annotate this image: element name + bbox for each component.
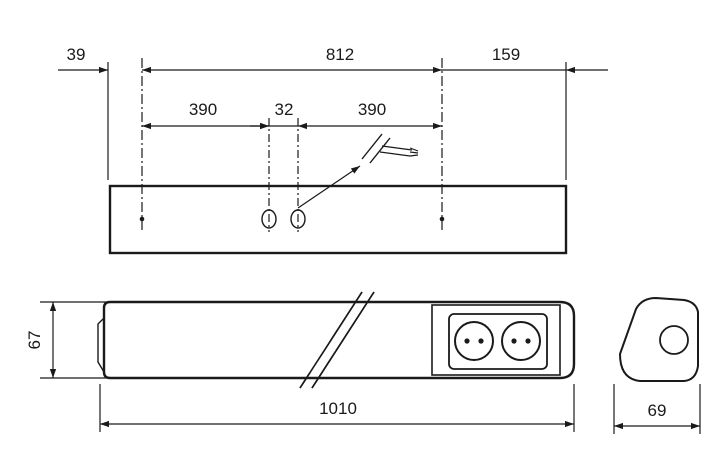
socket-frame xyxy=(448,313,548,370)
dim-label-67: 67 xyxy=(25,331,44,350)
fixture-top-body xyxy=(108,184,568,255)
dimension-labels: 39 812 159 390 32 390 67 1010 69 xyxy=(25,45,666,420)
top-view xyxy=(58,58,608,255)
socket-outlet-icon xyxy=(454,321,494,361)
end-profile xyxy=(618,296,699,382)
side-view xyxy=(40,291,576,432)
cable-icon xyxy=(297,133,419,209)
dim-label-39: 39 xyxy=(67,45,86,64)
cable-entry-hole-2 xyxy=(290,209,306,229)
dim-label-69: 69 xyxy=(648,401,667,420)
end-switch-icon xyxy=(659,325,689,355)
socket-panel xyxy=(431,304,561,376)
dim-label-812: 812 xyxy=(326,45,354,64)
end-cap-left xyxy=(97,317,105,373)
dim-label-1010: 1010 xyxy=(319,399,357,418)
dim-label-390-left: 390 xyxy=(189,100,217,119)
cable-entry-hole-1 xyxy=(261,209,277,229)
mounting-hole-right xyxy=(439,216,445,222)
dim-label-159: 159 xyxy=(492,45,520,64)
mounting-hole-left xyxy=(139,216,145,222)
fixture-side-body xyxy=(102,300,576,380)
dim-label-32: 32 xyxy=(275,100,294,119)
end-view xyxy=(613,296,701,434)
socket-outlet-icon xyxy=(501,321,541,361)
dim-label-390-right: 390 xyxy=(358,100,386,119)
